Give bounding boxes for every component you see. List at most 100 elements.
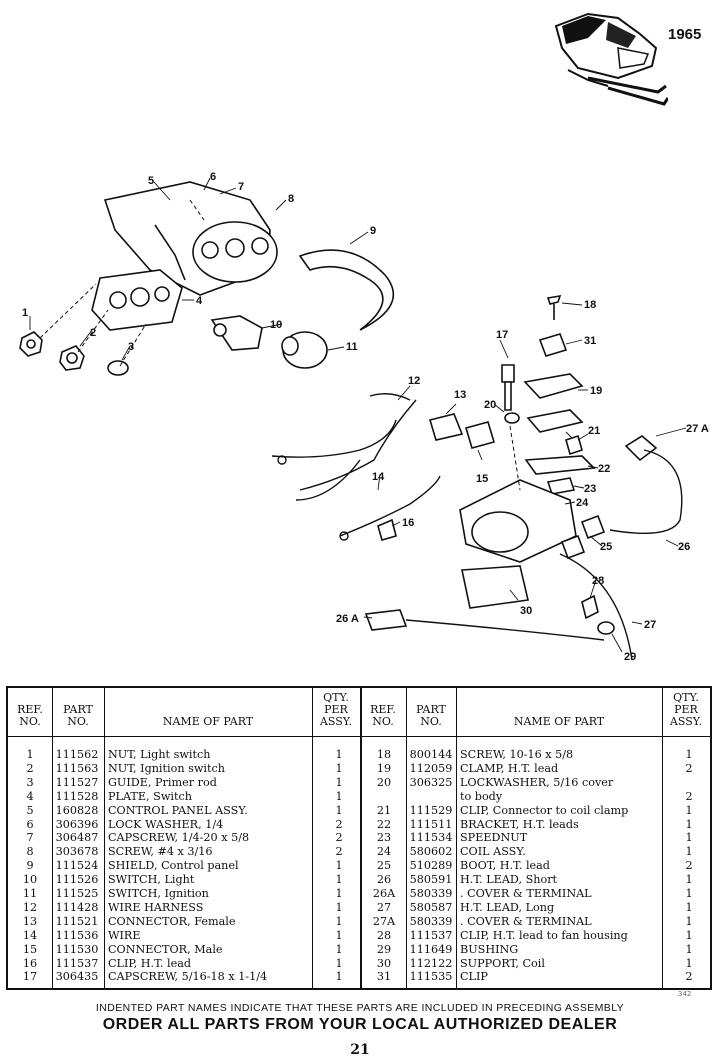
ref-no: 5 [26,803,34,817]
ref-no: 19 [376,761,392,775]
callout: 14 [372,471,385,483]
ref-no: 23 [376,831,392,845]
part-name: SWITCH, Ignition [108,887,209,900]
part-no: 111530 [55,942,99,956]
ref-no: 27A [372,914,396,928]
parts-table: REF. NO. PART NO. NAME OF PART QTY. PER … [6,686,712,990]
snowmobile-illustration [554,12,668,106]
control-panel-shield [298,249,395,331]
qty-per-assy: 2 [685,761,693,775]
qty-per-assy: 1 [335,928,343,942]
qty-per-assy: 1 [335,859,343,873]
callout: 8 [288,193,294,205]
part-no: 111562 [55,748,99,761]
divider [406,688,407,988]
part-name: LOCKWASHER, 5/16 cover [460,775,614,789]
part-no: 111428 [55,900,99,914]
part-name: WIRE [108,928,141,942]
part-name: NUT, Ignition switch [108,761,225,775]
part-no: 303678 [55,845,99,859]
ref-no: 7 [26,831,34,845]
ref-no: 24 [376,845,392,859]
part-name: LOCK WASHER, 1/4 [108,817,224,831]
part-no: 112059 [409,761,453,775]
qty-per-assy: 1 [685,914,693,928]
callout: 26 A [336,613,359,625]
part-no: 112122 [409,956,453,970]
qty-per-assy: 1 [335,803,343,817]
qty-per-assy: 2 [685,970,693,984]
qty-per-assy: 1 [685,845,693,859]
table-row: 28 111537 CLIP, H.T. lead to fan housing 1 [8,929,710,943]
part-name: NUT, Light switch [108,748,211,761]
part-name: BRACKET, H.T. leads [460,817,579,831]
callout: 19 [590,385,602,397]
part-name: H.T. LEAD, Long [460,900,555,914]
part-name: SWITCH, Light [108,873,195,887]
part-name: H.T. LEAD, Short [460,873,558,887]
header-qty-right: QTY. PER ASSY. [669,691,703,728]
part-no: 111526 [55,873,99,887]
part-name: WIRE HARNESS [108,900,204,914]
part-name: to body [460,789,503,803]
ref-no: 20 [376,775,392,789]
part-name: SUPPORT, Coil [460,956,545,970]
part-name: CONNECTOR, Male [108,942,223,956]
page-number: 21 [350,1042,370,1058]
part-no: 306487 [55,831,99,845]
ref-no: 4 [26,789,34,803]
qty-per-assy: 1 [335,761,343,775]
callout: 17 [496,329,508,341]
callout: 6 [210,171,216,183]
qty-per-assy: 1 [335,956,343,970]
part-no: 306435 [55,970,99,984]
part-name: CONTROL PANEL ASSY. [108,803,248,817]
part-name: COIL ASSY. [460,845,526,859]
part-no: 580602 [409,845,453,859]
callout: 20 [484,399,496,411]
callout: 27 [644,619,656,631]
indent-note: INDENTED PART NAMES INDICATE THAT THESE … [95,1002,625,1014]
part-no: 160828 [55,803,99,817]
qty-per-assy: 1 [685,887,693,900]
exploded-parts-diagram: 5 6 7 8 9 4 1 2 3 10 11 12 13 14 15 16 1… [19,171,709,663]
print-mark: 342 [678,990,692,998]
part-no: 111535 [409,970,453,984]
qty-per-assy: 2 [685,789,693,803]
part-no: 111537 [409,928,453,942]
ref-no: 28 [376,928,392,942]
dealer-footer: ORDER ALL PARTS FROM YOUR LOCAL AUTHORIZ… [102,1016,618,1033]
qty-per-assy: 1 [685,956,693,970]
qty-per-assy: 1 [335,900,343,914]
ref-no: 10 [22,873,38,887]
part-name: . COVER & TERMINAL [460,887,592,900]
part-name: CLIP, H.T. lead [108,956,192,970]
part-no: 111534 [409,831,453,845]
ref-no: 21 [376,803,392,817]
divider [312,688,313,988]
part-no: 111528 [55,789,99,803]
header-qty: QTY. PER ASSY. [319,691,353,728]
callout: 30 [520,605,532,617]
callout: 26 [678,541,690,553]
model-year: 1965 [668,26,702,43]
callout: 27 A [686,423,709,435]
ref-no: 25 [376,859,392,873]
part-name: CLIP, H.T. lead to fan housing [460,928,628,942]
part-no: 111537 [55,956,99,970]
part-name: CAPSCREW, 1/4-20 x 5/8 [108,831,250,845]
